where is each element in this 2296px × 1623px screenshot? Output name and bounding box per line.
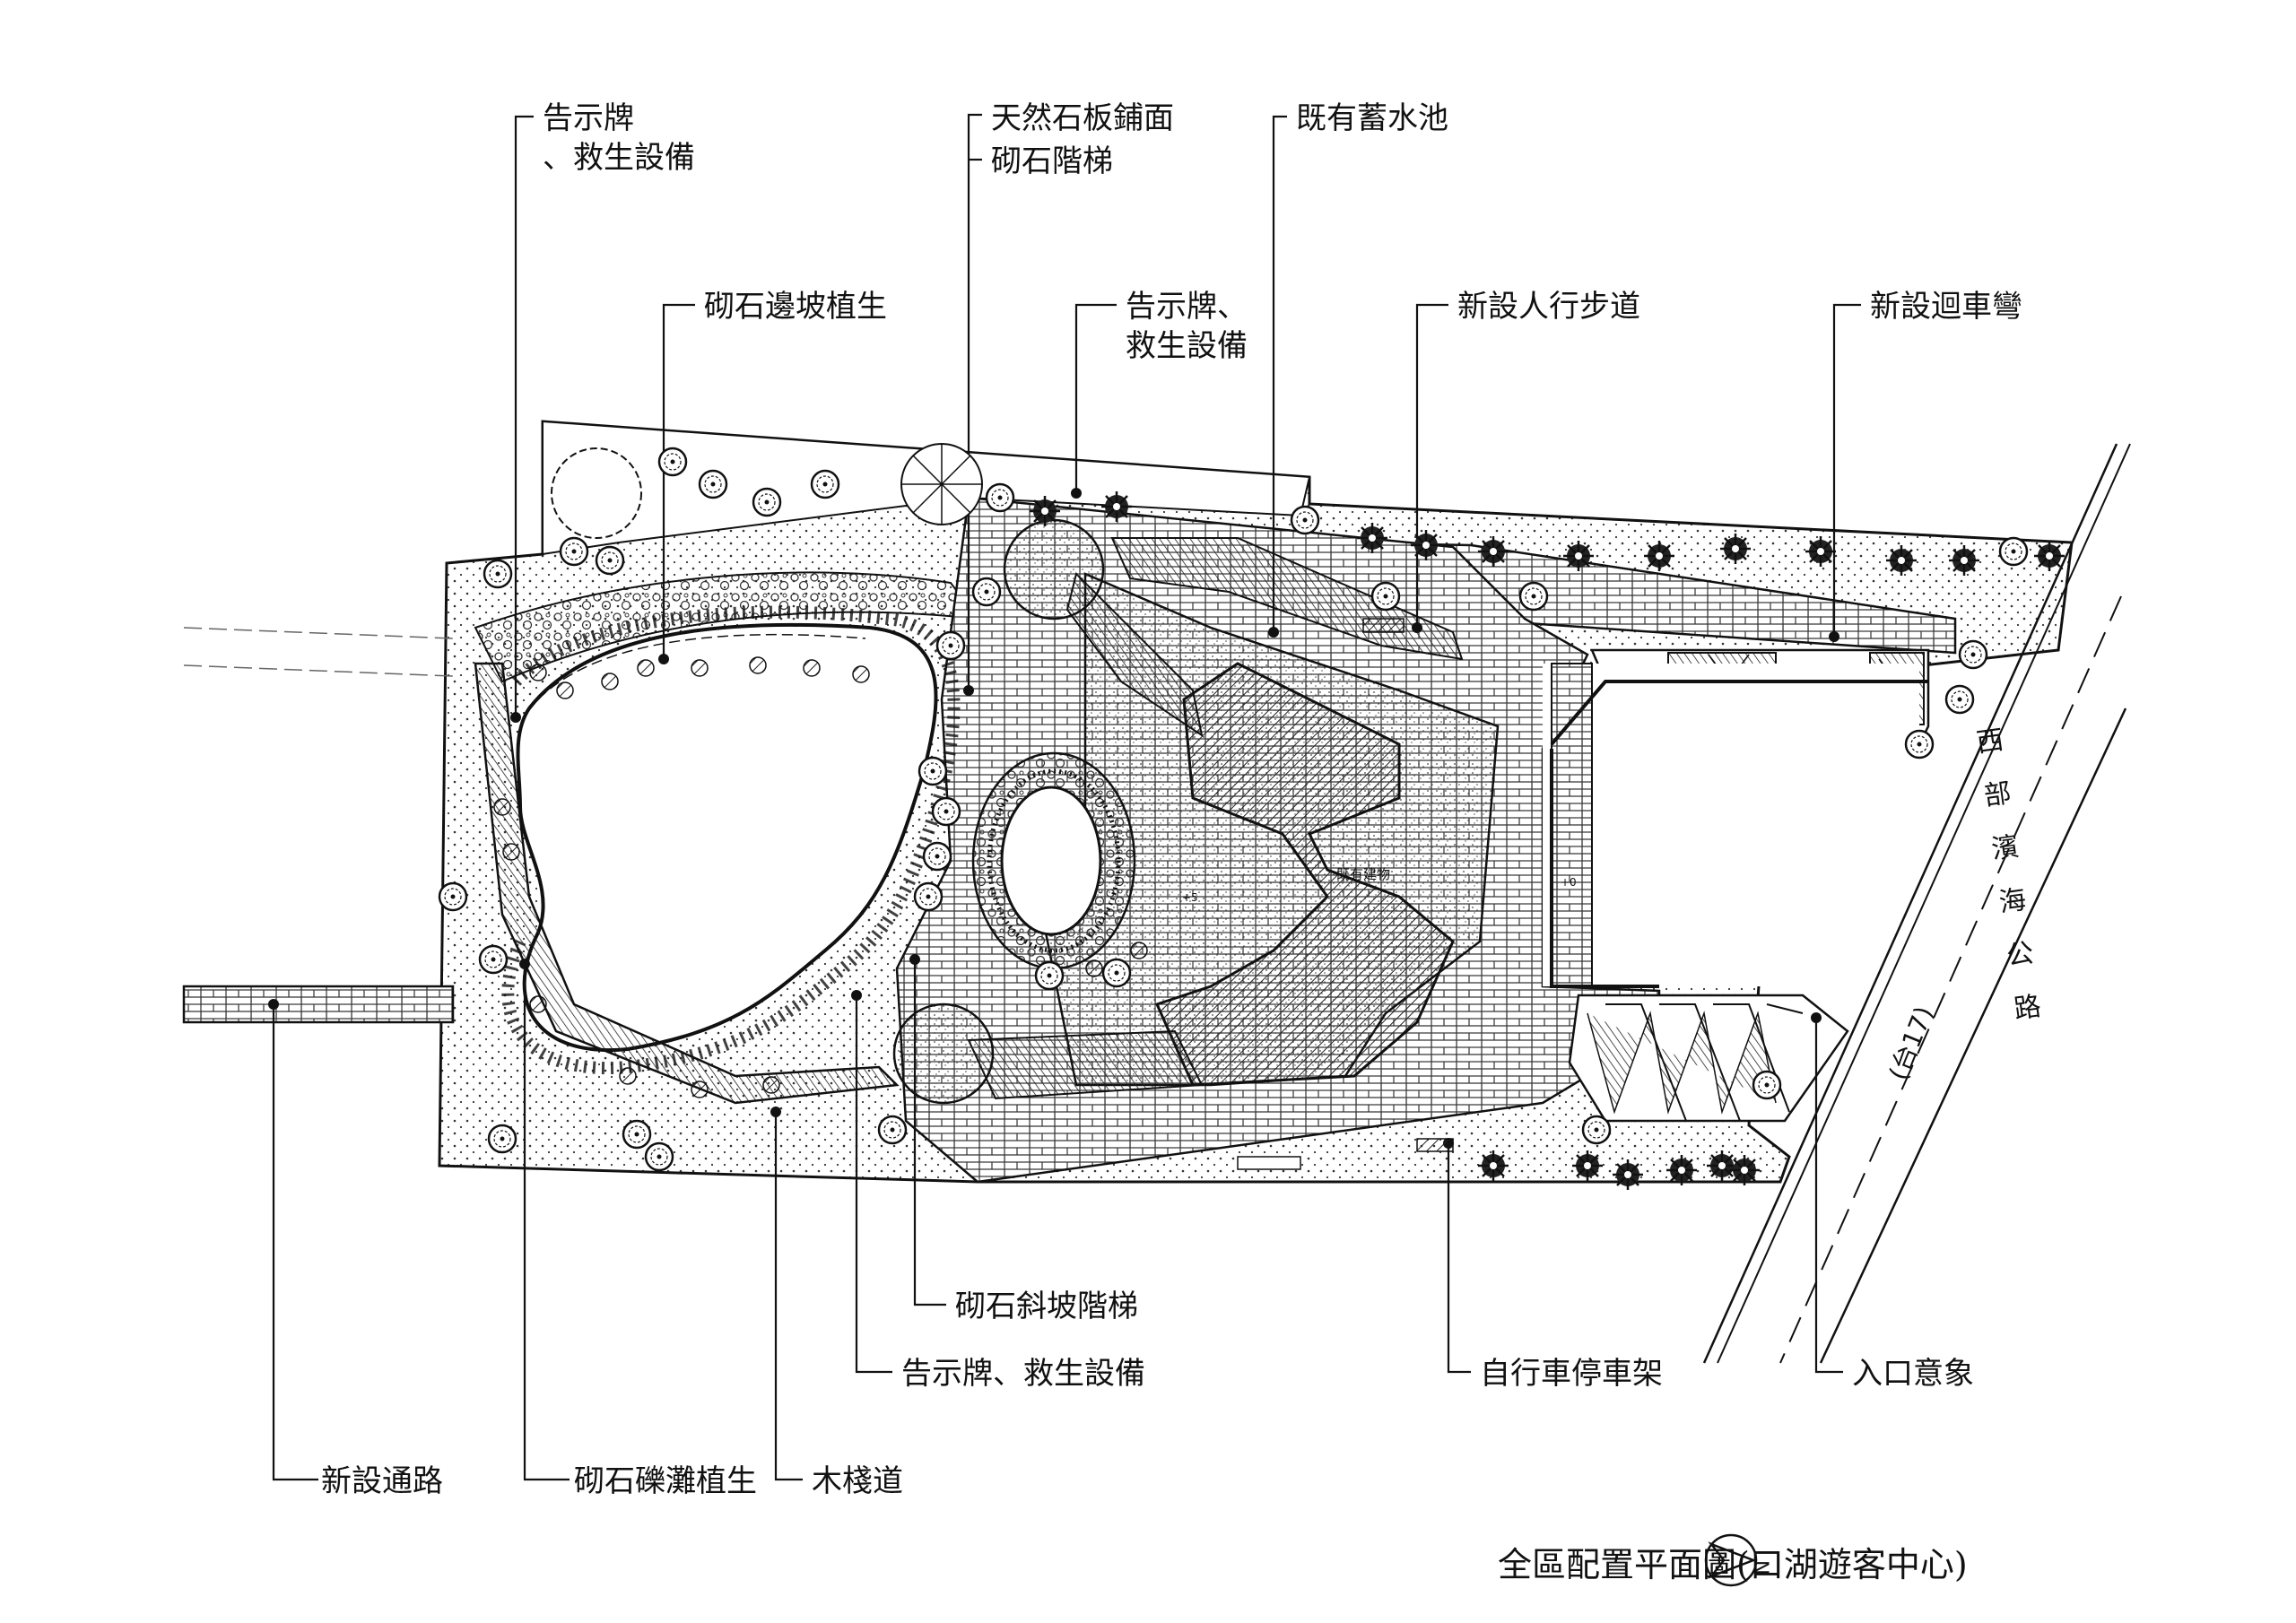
label-entrance-feature: 入口意象 xyxy=(1852,1356,1974,1392)
oval-amphitheatre xyxy=(971,751,1136,970)
elevation-mark-plaza: +5 xyxy=(1182,891,1198,904)
north-arrow-icon xyxy=(1704,1533,1758,1587)
label-sign-rescue-bottom: 告示牌、救生設備 xyxy=(901,1356,1145,1392)
drawing-title: 全區配置平面圖(口湖遊客中心) xyxy=(1498,1545,1968,1584)
boardwalk xyxy=(474,662,900,1105)
label-new-sidewalk: 新設人行步道 xyxy=(1457,289,1640,325)
existing-building xyxy=(1154,662,1455,1087)
label-bike-rack: 自行車停車架 xyxy=(1480,1356,1663,1392)
label-existing-pond: 既有蓄水池 xyxy=(1296,100,1448,136)
leader-lines xyxy=(272,113,1861,1481)
label-new-road: 新設通路 xyxy=(321,1463,443,1499)
trees xyxy=(438,443,2029,1172)
label-slope-planting: 砌石邊坡植生 xyxy=(704,289,887,325)
elevation-mark-east: +0 xyxy=(1561,876,1577,889)
label-stone-stairs: 砌石階梯 xyxy=(991,143,1113,179)
label-stone-paving: 天然石板鋪面 xyxy=(991,100,1174,136)
label-gravel-beach: 砌石礫灘植生 xyxy=(574,1463,757,1499)
pond xyxy=(516,622,938,1053)
label-boardwalk: 木棧道 xyxy=(812,1463,903,1499)
existing-building-label: 既有建物 xyxy=(1336,866,1390,882)
label-slope-stairs: 砌石斜坡階梯 xyxy=(955,1289,1138,1324)
label-new-turnaround: 新設迴車彎 xyxy=(1870,289,2022,325)
label-sign-rescue-top-mid: 告示牌、 救生設備 xyxy=(1126,289,1248,364)
new-access-road xyxy=(182,985,455,1024)
coastal-highway xyxy=(1702,443,2131,1364)
label-sign-rescue-top-left: 告示牌 、救生設備 xyxy=(543,100,695,176)
north-label: N xyxy=(1749,1560,1771,1575)
curb-line xyxy=(1550,680,1928,988)
